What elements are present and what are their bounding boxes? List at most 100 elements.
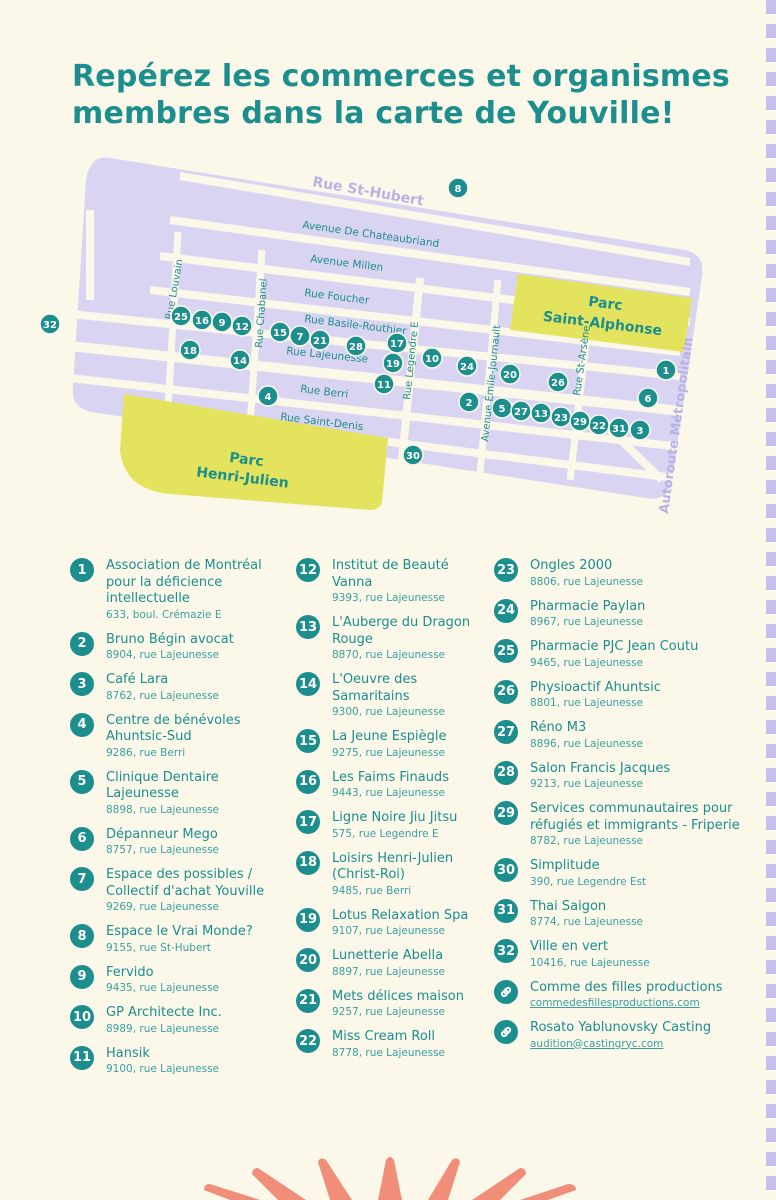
legend-number-badge: 16 bbox=[296, 769, 320, 794]
legend-entry-name: Miss Cream Roll bbox=[332, 1029, 436, 1044]
map-marker-27[interactable]: 27 bbox=[510, 400, 532, 422]
legend-number-badge: 19 bbox=[296, 907, 320, 932]
legend-entry-address: 9269, rue Lajeunesse bbox=[106, 901, 219, 913]
map-marker-8[interactable]: 8 bbox=[447, 177, 469, 199]
youville-map[interactable]: Rue St-Hubert Avenue De Chateaubriand Av… bbox=[0, 150, 776, 550]
map-marker-17[interactable]: 17 bbox=[386, 332, 408, 354]
legend-entry-name: Espace des possibles / Collectif d'achat… bbox=[106, 867, 265, 899]
legend-entry-name: Simplitude bbox=[530, 858, 600, 873]
map-marker-14[interactable]: 14 bbox=[229, 349, 251, 371]
map-marker-28[interactable]: 28 bbox=[345, 335, 367, 357]
label-park-alphonse-1: Parc bbox=[587, 294, 623, 314]
map-marker-24[interactable]: 24 bbox=[456, 355, 478, 377]
marker-circle bbox=[629, 419, 651, 441]
map-marker-21[interactable]: 21 bbox=[309, 329, 331, 351]
map-marker-31[interactable]: 31 bbox=[608, 417, 630, 439]
marker-number: 26 bbox=[551, 378, 565, 389]
legend-number-badge: 27 bbox=[494, 720, 518, 744]
legend-number-badge: 7 bbox=[70, 867, 94, 891]
marker-number: 6 bbox=[645, 394, 652, 405]
map-marker-4[interactable]: 4 bbox=[257, 385, 279, 407]
map-marker-18[interactable]: 18 bbox=[179, 339, 201, 361]
legend-entry-address: 8778, rue Lajeunesse bbox=[332, 1046, 445, 1059]
map-marker-15[interactable]: 15 bbox=[269, 321, 291, 343]
marker-number: 2 bbox=[466, 398, 473, 409]
legend-entry-address: 9155, rue St-Hubert bbox=[106, 941, 211, 954]
sun-decoration bbox=[204, 1157, 576, 1200]
legend-number-badge: 28 bbox=[494, 760, 518, 785]
marker-number: 9 bbox=[219, 318, 226, 329]
legend-entry-address: 9213, rue Lajeunesse bbox=[530, 778, 643, 790]
legend-number-badge: 8 bbox=[70, 924, 94, 948]
label-chabanel: Rue Chabanel bbox=[254, 278, 270, 348]
map-marker-16[interactable]: 16 bbox=[191, 309, 213, 331]
map-marker-5[interactable]: 5 bbox=[491, 397, 513, 419]
map-marker-2[interactable]: 2 bbox=[458, 391, 480, 413]
map-marker-7[interactable]: 7 bbox=[289, 325, 311, 347]
map-marker-1[interactable]: 1 bbox=[655, 359, 677, 381]
map-marker-26[interactable]: 26 bbox=[547, 371, 569, 393]
legend-entry-link[interactable]: commedesfillesproductions.com bbox=[530, 997, 700, 1009]
marker-number: 1 bbox=[663, 366, 670, 377]
legend-entry-link[interactable]: audition@castingryc.com bbox=[530, 1037, 664, 1050]
marker-number: 22 bbox=[592, 421, 606, 432]
legend-entry-name: Hansik bbox=[106, 1045, 150, 1061]
map-markers[interactable]: 1234567891011121314151617181920212223242… bbox=[39, 177, 677, 466]
map-marker-3[interactable]: 3 bbox=[629, 419, 651, 441]
legend-entry-name: La Jeune Espiègle bbox=[332, 729, 447, 744]
legend-entry-name: Institut de Beauté Vanna bbox=[332, 558, 449, 590]
legend-entry-address: 9275, rue Lajeunesse bbox=[332, 746, 445, 759]
map-marker-6[interactable]: 6 bbox=[637, 387, 659, 409]
legend-number-badge: 20 bbox=[296, 948, 320, 972]
legend-entry-name: Lunetterie Abella bbox=[332, 948, 444, 963]
map-marker-19[interactable]: 19 bbox=[382, 352, 404, 374]
legend-entry-address: 633, boul. Crémazie E bbox=[106, 608, 222, 621]
link-glyph bbox=[500, 986, 512, 997]
map-marker-12[interactable]: 12 bbox=[231, 315, 253, 337]
map-marker-9[interactable]: 9 bbox=[211, 311, 233, 333]
map-marker-11[interactable]: 11 bbox=[373, 373, 395, 395]
map-marker-25[interactable]: 25 bbox=[170, 305, 192, 327]
map-marker-22[interactable]: 22 bbox=[588, 414, 610, 436]
map-streets bbox=[69, 172, 691, 531]
street-chateaubriand-band bbox=[169, 216, 691, 296]
map-marker-23[interactable]: 23 bbox=[550, 406, 572, 428]
map-marker-13[interactable]: 13 bbox=[530, 402, 552, 424]
map-marker-29[interactable]: 29 bbox=[569, 410, 591, 432]
title-line-1: Repérez les commerces et organismes bbox=[72, 59, 730, 94]
legend-entry-address: 8757, rue Lajeunesse bbox=[106, 844, 219, 856]
marker-number: 23 bbox=[554, 413, 568, 424]
map-marker-32[interactable]: 32 bbox=[39, 313, 61, 335]
map-marker-30[interactable]: 30 bbox=[402, 444, 424, 466]
marker-circle bbox=[421, 347, 443, 369]
legend-number-badge: 25 bbox=[494, 639, 518, 663]
legend-entry-text: Espace le Vrai Monde?9155, rue St-Hubert bbox=[106, 924, 286, 956]
map-marker-20[interactable]: 20 bbox=[499, 363, 521, 385]
legend-number-badge: 11 bbox=[70, 1045, 94, 1070]
marker-circle bbox=[231, 315, 253, 337]
map-marker-10[interactable]: 10 bbox=[421, 347, 443, 369]
marker-number: 15 bbox=[273, 328, 287, 339]
